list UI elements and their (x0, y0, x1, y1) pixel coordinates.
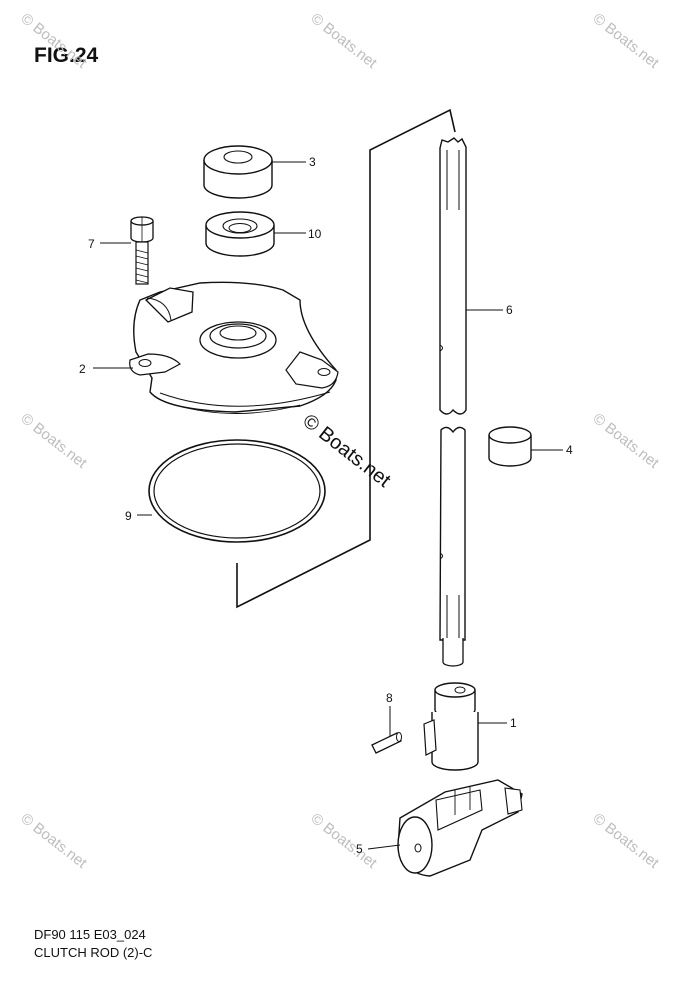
collar-part (488, 426, 532, 467)
callout-number: 2 (79, 362, 86, 376)
o-ring-part (148, 439, 326, 543)
callout-number: 3 (309, 155, 316, 169)
assembly-bracket-line (236, 108, 456, 609)
diagram-code: DF90 115 E03_024 (34, 927, 146, 942)
callout-number: 1 (510, 716, 517, 730)
callout-number: 6 (506, 303, 513, 317)
callout-number: 9 (125, 509, 132, 523)
callout-number: 10 (308, 227, 322, 241)
bushing-part (203, 145, 273, 199)
oil-seal-part (205, 211, 275, 257)
bolt-part (130, 216, 154, 285)
callout-number: 8 (386, 691, 393, 705)
clutch-rod-housing-part (129, 281, 339, 414)
clutch-shifter-part (423, 682, 479, 771)
callout-number: 7 (88, 237, 95, 251)
diagram-section-name: CLUTCH ROD (2)-C (34, 945, 153, 960)
callout-number: 4 (566, 443, 573, 457)
clutch-rod-part (439, 137, 467, 667)
pin-part (371, 732, 402, 754)
figure-title: FIG.24 (34, 44, 99, 67)
clutch-cam-part (397, 779, 523, 877)
leader-lines (93, 161, 563, 850)
callout-number: 5 (356, 842, 363, 856)
